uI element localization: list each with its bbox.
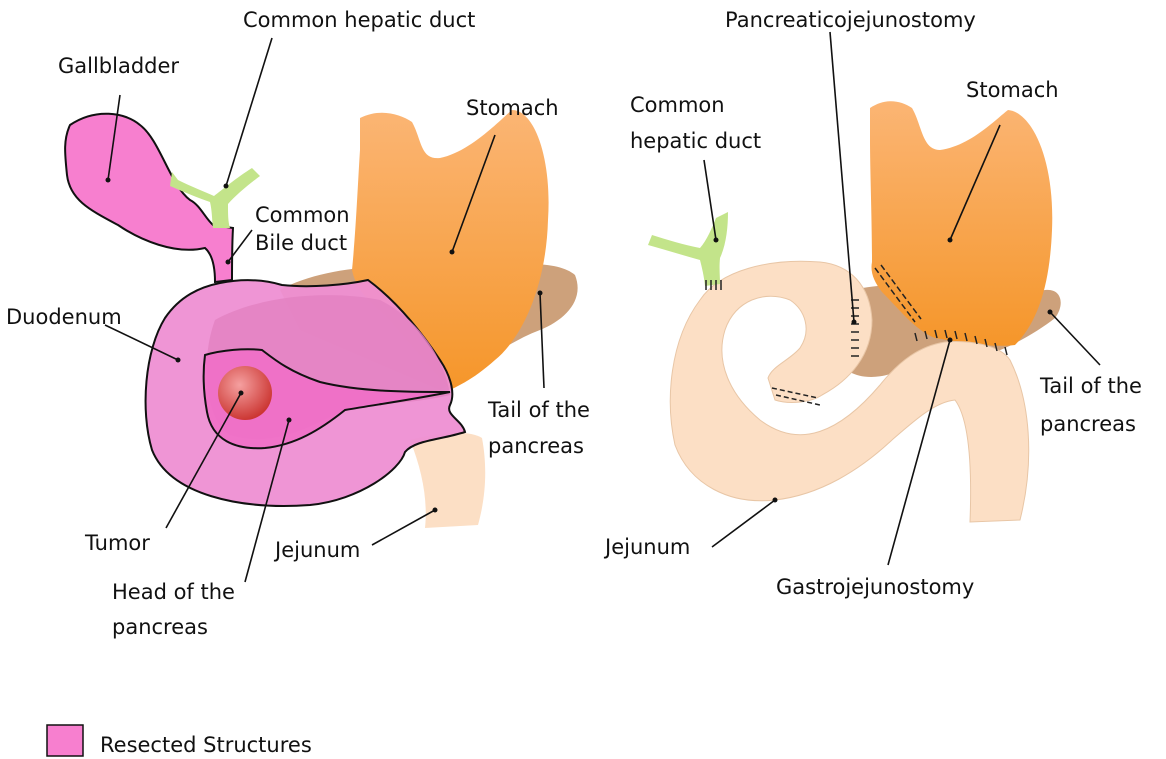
right-label-common-hepatic-duct-line2: hepatic duct (630, 129, 761, 153)
legend-swatch (47, 725, 83, 756)
left-label-head-pancreas-line2: pancreas (112, 615, 208, 639)
left-label-stomach: Stomach (466, 96, 559, 120)
right-hepatic-duct-shape (648, 212, 728, 286)
left-label-head-pancreas-line1: Head of the (112, 580, 235, 604)
right-label-stomach: Stomach (966, 78, 1059, 102)
right-label-tail-pancreas-line2: pancreas (1040, 412, 1136, 436)
left-label-common-bile-duct-line2: Bile duct (255, 231, 347, 255)
left-label-tail-pancreas-line1: Tail of the (487, 398, 590, 422)
left-jejunum-shape (410, 433, 485, 528)
right-label-tail-pancreas-line1: Tail of the (1039, 374, 1142, 398)
left-label-tumor: Tumor (84, 531, 150, 555)
left-tumor-shape (218, 366, 272, 420)
right-label-gastrojejunostomy: Gastrojejunostomy (776, 575, 974, 599)
left-label-jejunum: Jejunum (273, 538, 360, 562)
right-label-jejunum: Jejunum (603, 535, 690, 559)
left-label-tail-pancreas-line2: pancreas (488, 434, 584, 458)
left-label-gallbladder: Gallbladder (58, 54, 179, 78)
left-label-common-hepatic-duct: Common hepatic duct (243, 8, 475, 32)
legend-label: Resected Structures (100, 733, 312, 757)
right-panel: Pancreaticojejunostomy Common hepatic du… (603, 8, 1142, 599)
left-label-common-bile-duct-line1: Common (255, 203, 350, 227)
left-label-duodenum: Duodenum (6, 305, 122, 329)
right-label-pancreaticojejunostomy: Pancreaticojejunostomy (725, 8, 976, 32)
right-label-common-hepatic-duct-line1: Common (630, 93, 725, 117)
legend: Resected Structures (47, 725, 312, 757)
left-panel: Common hepatic duct Gallbladder Stomach … (6, 8, 590, 639)
